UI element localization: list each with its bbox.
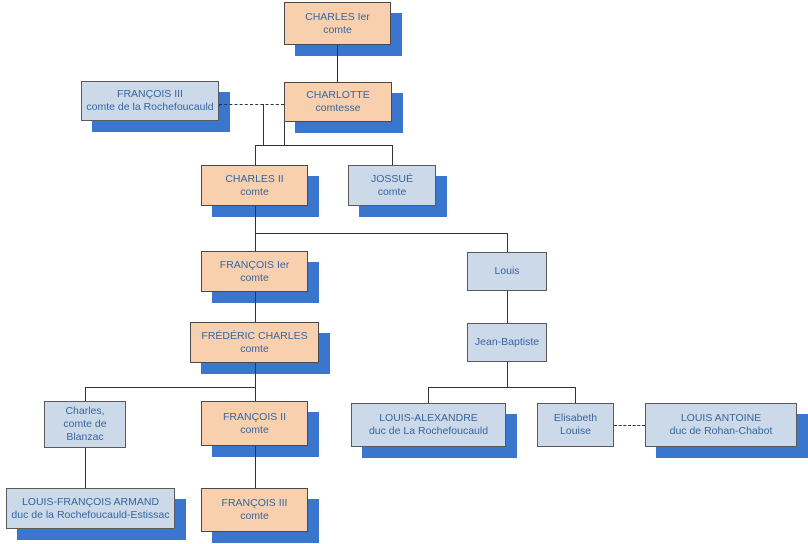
node-label-primary: FRÉDÉRIC CHARLES (201, 329, 308, 342)
node-label-primary: CHARLES II (225, 172, 284, 185)
connector-charles1er-to-charlotte (337, 45, 338, 82)
node-label-secondary: duc de La Rochefoucauld (368, 425, 489, 437)
node-label-primary: Jean-Baptiste (474, 336, 540, 348)
connector-francois3-shadow-stub (219, 104, 220, 106)
connector-elisabeth-louisantoine-union (614, 425, 645, 426)
node-label-primary: JOSSUÉ (370, 172, 413, 185)
node-label-secondary: Louise (560, 425, 591, 437)
connector-bar1-right-stub (392, 145, 393, 165)
connector-francois1er-to-frederic (255, 292, 256, 322)
node-label-primary: FRANÇOIS III (117, 88, 183, 100)
node-label-secondary: comte (377, 185, 407, 198)
node-jean-baptiste[interactable]: Jean-Baptiste (467, 323, 547, 362)
node-label-primary: FRANÇOIS II (222, 410, 286, 423)
connector-charles2-drop (255, 206, 256, 233)
connector-charlotte-drop (284, 122, 285, 145)
node-label-secondary: comte (240, 510, 269, 522)
node-label-secondary: comte (240, 185, 269, 198)
connector-sibling-bar-4 (428, 387, 576, 388)
node-label-secondary: comte (240, 342, 269, 355)
node-label-primary: LOUIS-ALEXANDRE (379, 412, 478, 424)
node-label-primary: CHARLOTTE (306, 89, 370, 101)
node-label-secondary: duc de la Rochefoucauld-Estissac (11, 508, 170, 521)
node-label-primary: Louis (494, 265, 520, 277)
node-label-secondary: comte (240, 271, 269, 284)
connector-bar3-right-stub (255, 387, 256, 401)
connector-bar4-left-stub (428, 387, 429, 403)
connector-jeanbaptiste-drop (507, 362, 508, 387)
node-label-secondary: comte de Blanzac (63, 418, 107, 443)
connector-bar2-left-stub (255, 233, 256, 251)
node-label-secondary: comte de la Rochefoucauld (86, 101, 214, 113)
connector-frederic-drop (255, 363, 256, 387)
connector-bar1-left-stub (255, 145, 256, 165)
node-label-primary: Charles, (65, 405, 105, 417)
node-louis[interactable]: Louis (467, 252, 547, 291)
connector-sibling-bar-1 (255, 145, 392, 146)
node-label-secondary: comte (323, 23, 352, 36)
connector-louis-to-jeanbaptiste (507, 291, 508, 323)
node-label-primary: FRANÇOIS III (221, 497, 288, 509)
connector-bar3-left-stub (85, 387, 86, 401)
connector-bar2-right-stub (507, 233, 508, 252)
node-label-secondary: comte (240, 423, 269, 436)
connector-charles-to-louisfrancois (85, 448, 86, 488)
node-label-primary: LOUIS-FRANÇOIS ARMAND (21, 495, 160, 508)
node-label-secondary: duc de Rohan-Chabot (669, 425, 773, 437)
connector-francois2-to-francois3 (255, 446, 256, 488)
connector-bar4-right-stub (575, 387, 576, 403)
node-charles-blanzac[interactable]: Charles,comte de Blanzac (44, 401, 126, 448)
node-label-primary: Elisabeth (553, 412, 598, 424)
node-label-secondary: comtesse (315, 102, 361, 114)
connector-sibling-bar-2 (255, 233, 507, 234)
connector-union-drop (263, 104, 264, 145)
node-label-primary: FRANÇOIS Ier (219, 258, 290, 271)
connector-sibling-bar-3 (85, 387, 256, 388)
node-label-primary: LOUIS ANTOINE (680, 412, 762, 424)
connector-francois3-charlotte-union (219, 104, 284, 105)
node-label-primary: CHARLES Ier (305, 10, 370, 23)
